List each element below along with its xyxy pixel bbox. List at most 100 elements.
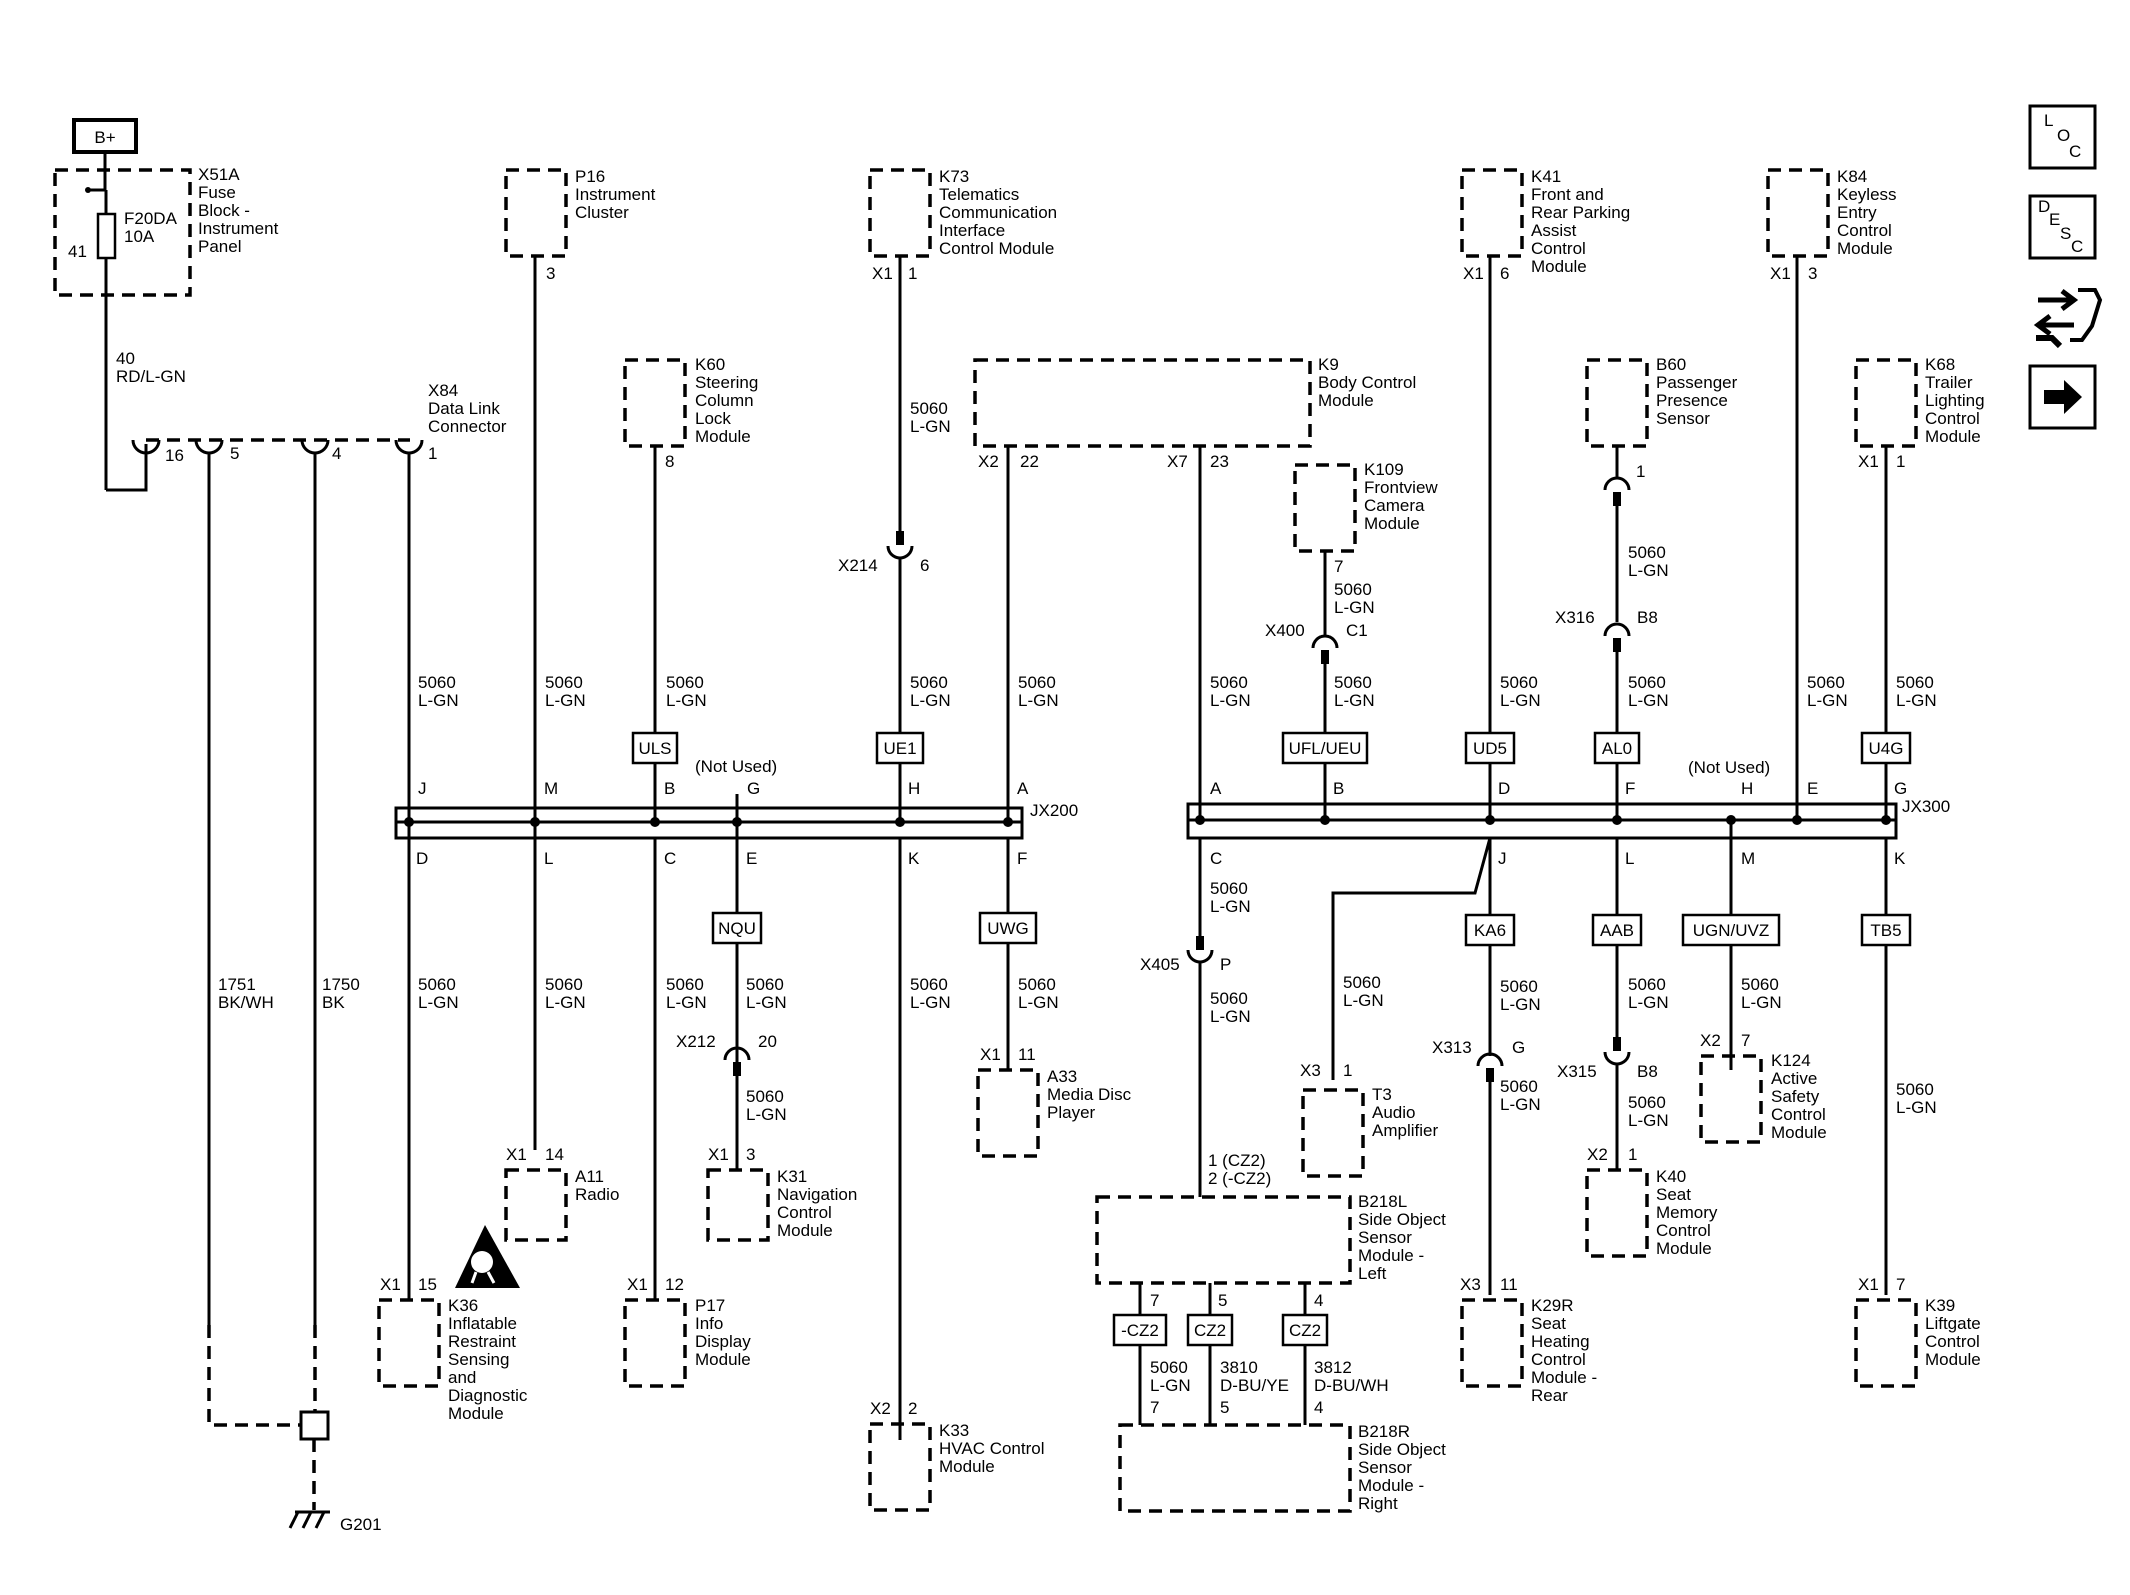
svg-text:L-GN: L-GN [418, 993, 459, 1012]
svg-text:Amplifier: Amplifier [1372, 1121, 1438, 1140]
svg-text:B8: B8 [1637, 1062, 1658, 1081]
location-view-button[interactable]: L O C [2028, 104, 2097, 170]
b218r-module-box [1118, 1423, 1352, 1513]
svg-text:Data Link: Data Link [428, 399, 500, 418]
b218r-label: B218R Side Object Sensor Module - Right [1358, 1422, 1446, 1513]
k36-module-box [377, 1298, 441, 1388]
svg-text:X2: X2 [870, 1399, 891, 1418]
svg-text:Module -: Module - [1531, 1368, 1597, 1387]
svg-text:D-BU/WH: D-BU/WH [1314, 1376, 1389, 1395]
svg-text:Connector: Connector [428, 417, 507, 436]
svg-text:T3: T3 [1372, 1085, 1392, 1104]
svg-text:Control: Control [1531, 239, 1586, 258]
svg-text:-CZ2: -CZ2 [1121, 1321, 1159, 1340]
svg-text:Column: Column [695, 391, 754, 410]
svg-text:5060: 5060 [1210, 879, 1248, 898]
fuse-block-outline [53, 168, 192, 297]
svg-text:1751: 1751 [218, 975, 256, 994]
svg-text:UE1: UE1 [883, 739, 916, 758]
b60-module-box [1585, 358, 1649, 448]
svg-text:5060: 5060 [1807, 673, 1845, 692]
svg-text:K73: K73 [939, 167, 969, 186]
svg-text:1 (CZ2): 1 (CZ2) [1208, 1151, 1266, 1170]
svg-text:4: 4 [1314, 1398, 1323, 1417]
svg-text:BK/WH: BK/WH [218, 993, 274, 1012]
svg-text:BK: BK [322, 993, 345, 1012]
badge-u4g: U4G [1860, 731, 1912, 765]
svg-text:(Not Used): (Not Used) [695, 757, 777, 776]
diagnostic-tool-icon[interactable] [2033, 288, 2103, 349]
svg-text:X1: X1 [1858, 452, 1879, 471]
b218l-module-box [1095, 1195, 1352, 1285]
svg-text:M: M [1741, 849, 1755, 868]
svg-text:S: S [2060, 224, 2071, 243]
k84-module-box [1766, 168, 1830, 258]
svg-text:Fuse: Fuse [198, 183, 236, 202]
svg-text:A33: A33 [1047, 1067, 1077, 1086]
svg-text:L-GN: L-GN [746, 993, 787, 1012]
svg-text:B8: B8 [1637, 608, 1658, 627]
svg-text:C: C [2069, 142, 2081, 161]
description-view-button[interactable]: D E S C [2028, 194, 2097, 260]
svg-text:1750: 1750 [322, 975, 360, 994]
svg-text:X214: X214 [838, 556, 878, 575]
svg-text:Sensor: Sensor [1656, 409, 1710, 428]
svg-text:11: 11 [1500, 1275, 1518, 1294]
svg-text:Lighting: Lighting [1925, 391, 1985, 410]
svg-text:5: 5 [230, 444, 239, 463]
svg-text:Module: Module [1656, 1239, 1712, 1258]
badge-uwg: UWG [978, 911, 1038, 945]
svg-text:Telematics: Telematics [939, 185, 1019, 204]
a11-module-box [504, 1168, 568, 1242]
svg-text:Module: Module [1318, 391, 1374, 410]
fuse-name: F20DA [124, 209, 178, 228]
k68-module-box [1854, 358, 1918, 448]
svg-text:L-GN: L-GN [1500, 691, 1541, 710]
svg-text:Safety: Safety [1771, 1087, 1820, 1106]
svg-text:K31: K31 [777, 1167, 807, 1186]
svg-text:5060: 5060 [1150, 1358, 1188, 1377]
svg-text:Restraint: Restraint [448, 1332, 516, 1351]
svg-text:G: G [1512, 1038, 1525, 1057]
svg-text:L-GN: L-GN [1334, 691, 1375, 710]
b218l-label: B218L Side Object Sensor Module - Left [1358, 1192, 1446, 1283]
svg-text:20: 20 [758, 1032, 777, 1051]
svg-text:15: 15 [418, 1275, 437, 1294]
svg-text:E: E [746, 849, 757, 868]
k124-module-box [1699, 1054, 1763, 1144]
a11-label: A11 Radio [575, 1167, 619, 1204]
svg-text:L-GN: L-GN [746, 1105, 787, 1124]
svg-text:D: D [416, 849, 428, 868]
svg-text:L-GN: L-GN [1210, 691, 1251, 710]
svg-text:5060: 5060 [1500, 1077, 1538, 1096]
svg-text:Audio: Audio [1372, 1103, 1415, 1122]
svg-text:J: J [418, 779, 427, 798]
svg-text:X1: X1 [1770, 264, 1791, 283]
svg-text:TB5: TB5 [1870, 921, 1901, 940]
svg-text:D: D [2038, 197, 2050, 216]
svg-text:X51A: X51A [198, 165, 240, 184]
svg-text:L-GN: L-GN [1210, 897, 1251, 916]
svg-text:8: 8 [665, 452, 674, 471]
svg-text:M: M [544, 779, 558, 798]
svg-text:Module: Module [777, 1221, 833, 1240]
svg-text:Right: Right [1358, 1494, 1398, 1513]
svg-text:L-GN: L-GN [418, 691, 459, 710]
svg-text:5060: 5060 [666, 975, 704, 994]
k9-module-box [973, 358, 1312, 448]
k31-module-box [706, 1168, 770, 1242]
fuse-rating: 10A [124, 227, 155, 246]
svg-text:K: K [1894, 849, 1906, 868]
svg-text:(Not Used): (Not Used) [1688, 758, 1770, 777]
a33-module-box [976, 1068, 1040, 1158]
svg-text:Inflatable: Inflatable [448, 1314, 517, 1333]
svg-text:F: F [1017, 849, 1027, 868]
next-page-arrow-button[interactable] [2028, 364, 2097, 430]
svg-text:Control: Control [1837, 221, 1892, 240]
svg-text:L-GN: L-GN [1343, 991, 1384, 1010]
k29r-module-box [1460, 1298, 1524, 1388]
svg-text:X2: X2 [978, 452, 999, 471]
svg-text:11: 11 [1018, 1045, 1036, 1064]
svg-text:A: A [1210, 779, 1222, 798]
svg-text:K84: K84 [1837, 167, 1867, 186]
